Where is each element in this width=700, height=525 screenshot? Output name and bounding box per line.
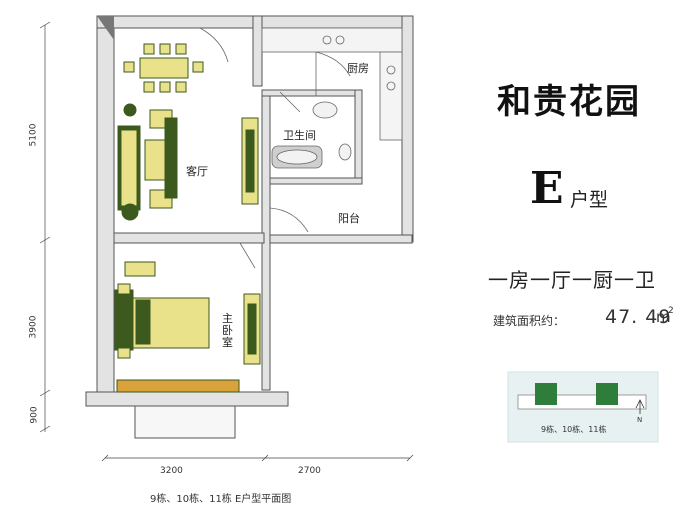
- wall-balcony-south: [261, 234, 413, 244]
- wall-living-bedroom: [113, 232, 265, 244]
- plan-caption: 9栋、10栋、11栋 E户型平面图: [150, 494, 292, 505]
- door-bedroom: [239, 242, 256, 269]
- layout-description: 一房一厅一厨一卫: [488, 268, 656, 292]
- dim-left-mid: 3900: [28, 315, 39, 339]
- wall-corner: [97, 16, 114, 40]
- bathroom-fixtures: [271, 101, 352, 169]
- tv-cabinets: [241, 117, 261, 365]
- wall-bath-south: [269, 177, 363, 185]
- room-label-bedroom-2: 卧: [222, 324, 233, 337]
- wall-west: [96, 15, 115, 397]
- door-arc-entry: [199, 27, 229, 63]
- room-label-bathroom: 卫生间: [283, 129, 316, 142]
- wall-south: [85, 391, 289, 407]
- area-unit: m: [656, 308, 671, 326]
- wall-bath-north: [261, 89, 363, 97]
- wall-north-kitchen: [252, 15, 414, 29]
- room-label-bedroom-3: 室: [222, 336, 233, 349]
- room-label-kitchen: 厨房: [347, 62, 369, 75]
- project-title: 和贵花园: [497, 82, 641, 122]
- room-label-balcony: 阳台: [338, 212, 360, 225]
- door-arc-kitchen: [315, 51, 351, 96]
- area-value: 47. 49: [605, 306, 672, 328]
- kitchen-fixtures: [261, 27, 403, 141]
- wall-east: [401, 15, 414, 243]
- keyplan: [507, 371, 659, 443]
- dim-left-bottom: 900: [29, 406, 40, 424]
- sofa-set: [117, 103, 178, 221]
- area-label: 建筑面积约：: [493, 314, 566, 328]
- doors: [199, 27, 351, 269]
- dimension-lines: [39, 21, 414, 462]
- unit-type-suffix: 户型: [570, 189, 609, 211]
- dining-set: [123, 43, 204, 93]
- keyplan-block-1: [535, 383, 557, 405]
- unit-type-letter: E: [530, 163, 564, 214]
- wall-kitchen-west: [252, 15, 263, 87]
- wall-north-living: [96, 15, 266, 29]
- bay-window: [134, 405, 236, 439]
- bed-set: [114, 261, 240, 393]
- north-label: N: [637, 416, 643, 424]
- north-arrow-icon: [635, 399, 645, 414]
- door-balcony: [269, 207, 309, 233]
- keyplan-block-2: [596, 383, 618, 405]
- dim-left-top: 5100: [28, 123, 39, 147]
- area-unit-superscript: 2: [668, 306, 674, 316]
- room-label-living: 客厅: [186, 165, 208, 178]
- dim-bottom-right: 2700: [298, 466, 321, 476]
- dim-bottom-left: 3200: [160, 466, 183, 476]
- walls: [85, 15, 414, 439]
- wall-bath-east: [354, 89, 363, 181]
- keyplan-label: 9栋、10栋、11栋: [541, 425, 607, 434]
- room-label-bedroom-1: 主: [222, 312, 233, 325]
- door-bath: [279, 91, 301, 113]
